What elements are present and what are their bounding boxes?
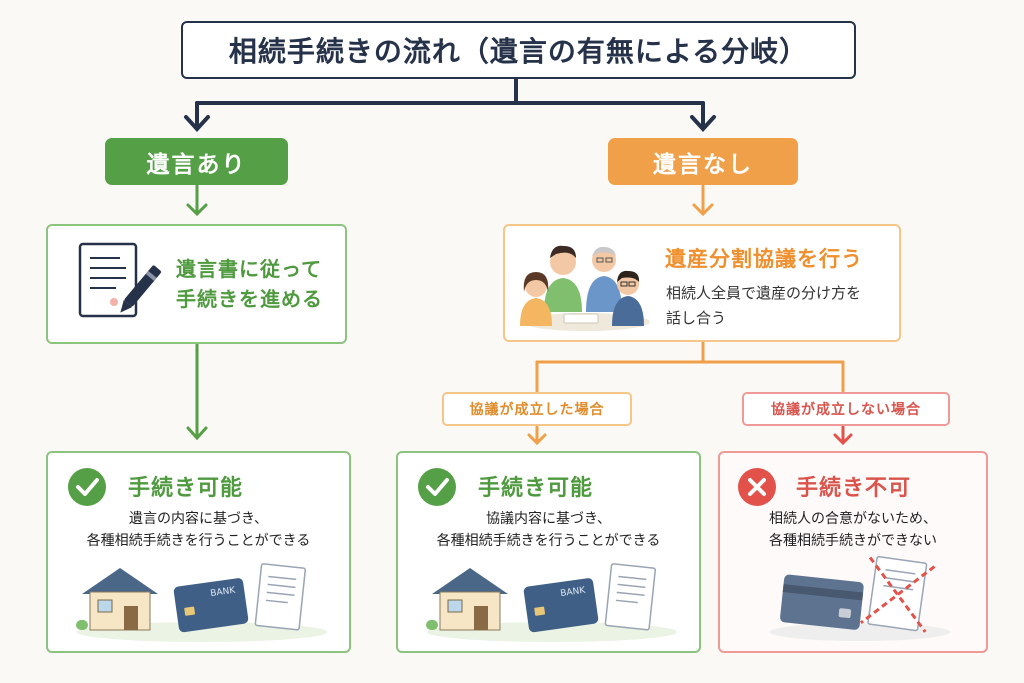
bank-card-icon: BANK <box>173 578 249 633</box>
agreement-success-condition: 協議が成立した場合 <box>442 392 632 426</box>
agreement-step-desc: 相続人全員で遺産の分け方を 話し合う <box>666 281 861 331</box>
agreement-desc-line-1: 相続人全員で遺産の分け方を <box>666 284 862 302</box>
failed-result-line-2: 各種相続手続きができない <box>769 533 937 549</box>
crossed-document-icon <box>859 556 936 633</box>
asset-illustration: BANK <box>76 563 327 642</box>
agreed-result-line-2: 各種相続手続きを行うことができる <box>436 533 661 549</box>
check-icon <box>418 468 456 506</box>
document-pen-icon <box>78 242 162 318</box>
will-step-text: 遺言書に従って 手続きを進める <box>176 254 323 314</box>
failed-result-title: 手続き不可 <box>796 476 912 501</box>
agreement-desc-line-2: 話し合う <box>666 309 727 327</box>
no-will-path-connector <box>527 184 845 446</box>
bank-card-icon: BANK <box>523 578 599 633</box>
failed-result-line-1: 相続人の合意がないため、 <box>769 511 937 527</box>
failed-path-connector <box>833 425 853 446</box>
cross-icon <box>738 468 776 506</box>
bank-card-icon <box>780 574 864 630</box>
without-will-label: 遺言なし <box>608 138 798 185</box>
document-icon <box>254 563 306 631</box>
will-result-title: 手続き可能 <box>128 476 244 501</box>
check-icon <box>68 468 106 506</box>
will-path-connector <box>186 184 208 441</box>
house-icon <box>76 568 158 631</box>
blocked-asset-illustration <box>770 556 950 641</box>
agreed-result-desc: 協議内容に基づき、 各種相続手続きを行うことができる <box>396 508 701 552</box>
agreed-result-title: 手続き可能 <box>478 476 594 501</box>
will-result-desc: 遺言の内容に基づき、 各種相続手続きを行うことができる <box>46 508 351 552</box>
bank-card-text: BANK <box>210 586 237 600</box>
with-will-label: 遺言あり <box>105 138 288 185</box>
failed-result-desc: 相続人の合意がないため、 各種相続手続きができない <box>718 508 988 552</box>
bank-card-text: BANK <box>560 586 587 600</box>
family-meeting-icon <box>520 245 650 331</box>
document-icon <box>604 563 656 631</box>
title-branch-connector <box>184 77 716 132</box>
diagram-title: 相続手続きの流れ（遺言の有無による分岐） <box>181 21 856 79</box>
will-step-line-2: 手続きを進める <box>176 287 323 311</box>
agreed-result-line-1: 協議内容に基づき、 <box>485 511 612 527</box>
agreement-step-title: 遺産分割協議を行う <box>665 247 863 271</box>
agreement-failure-condition: 協議が成立しない場合 <box>742 392 950 426</box>
house-icon <box>426 568 508 631</box>
asset-illustration: BANK <box>426 563 677 642</box>
will-result-line-2: 各種相続手続きを行うことができる <box>86 533 311 549</box>
will-result-line-1: 遺言の内容に基づき、 <box>128 511 269 527</box>
will-step-line-1: 遺言書に従って <box>176 257 322 281</box>
